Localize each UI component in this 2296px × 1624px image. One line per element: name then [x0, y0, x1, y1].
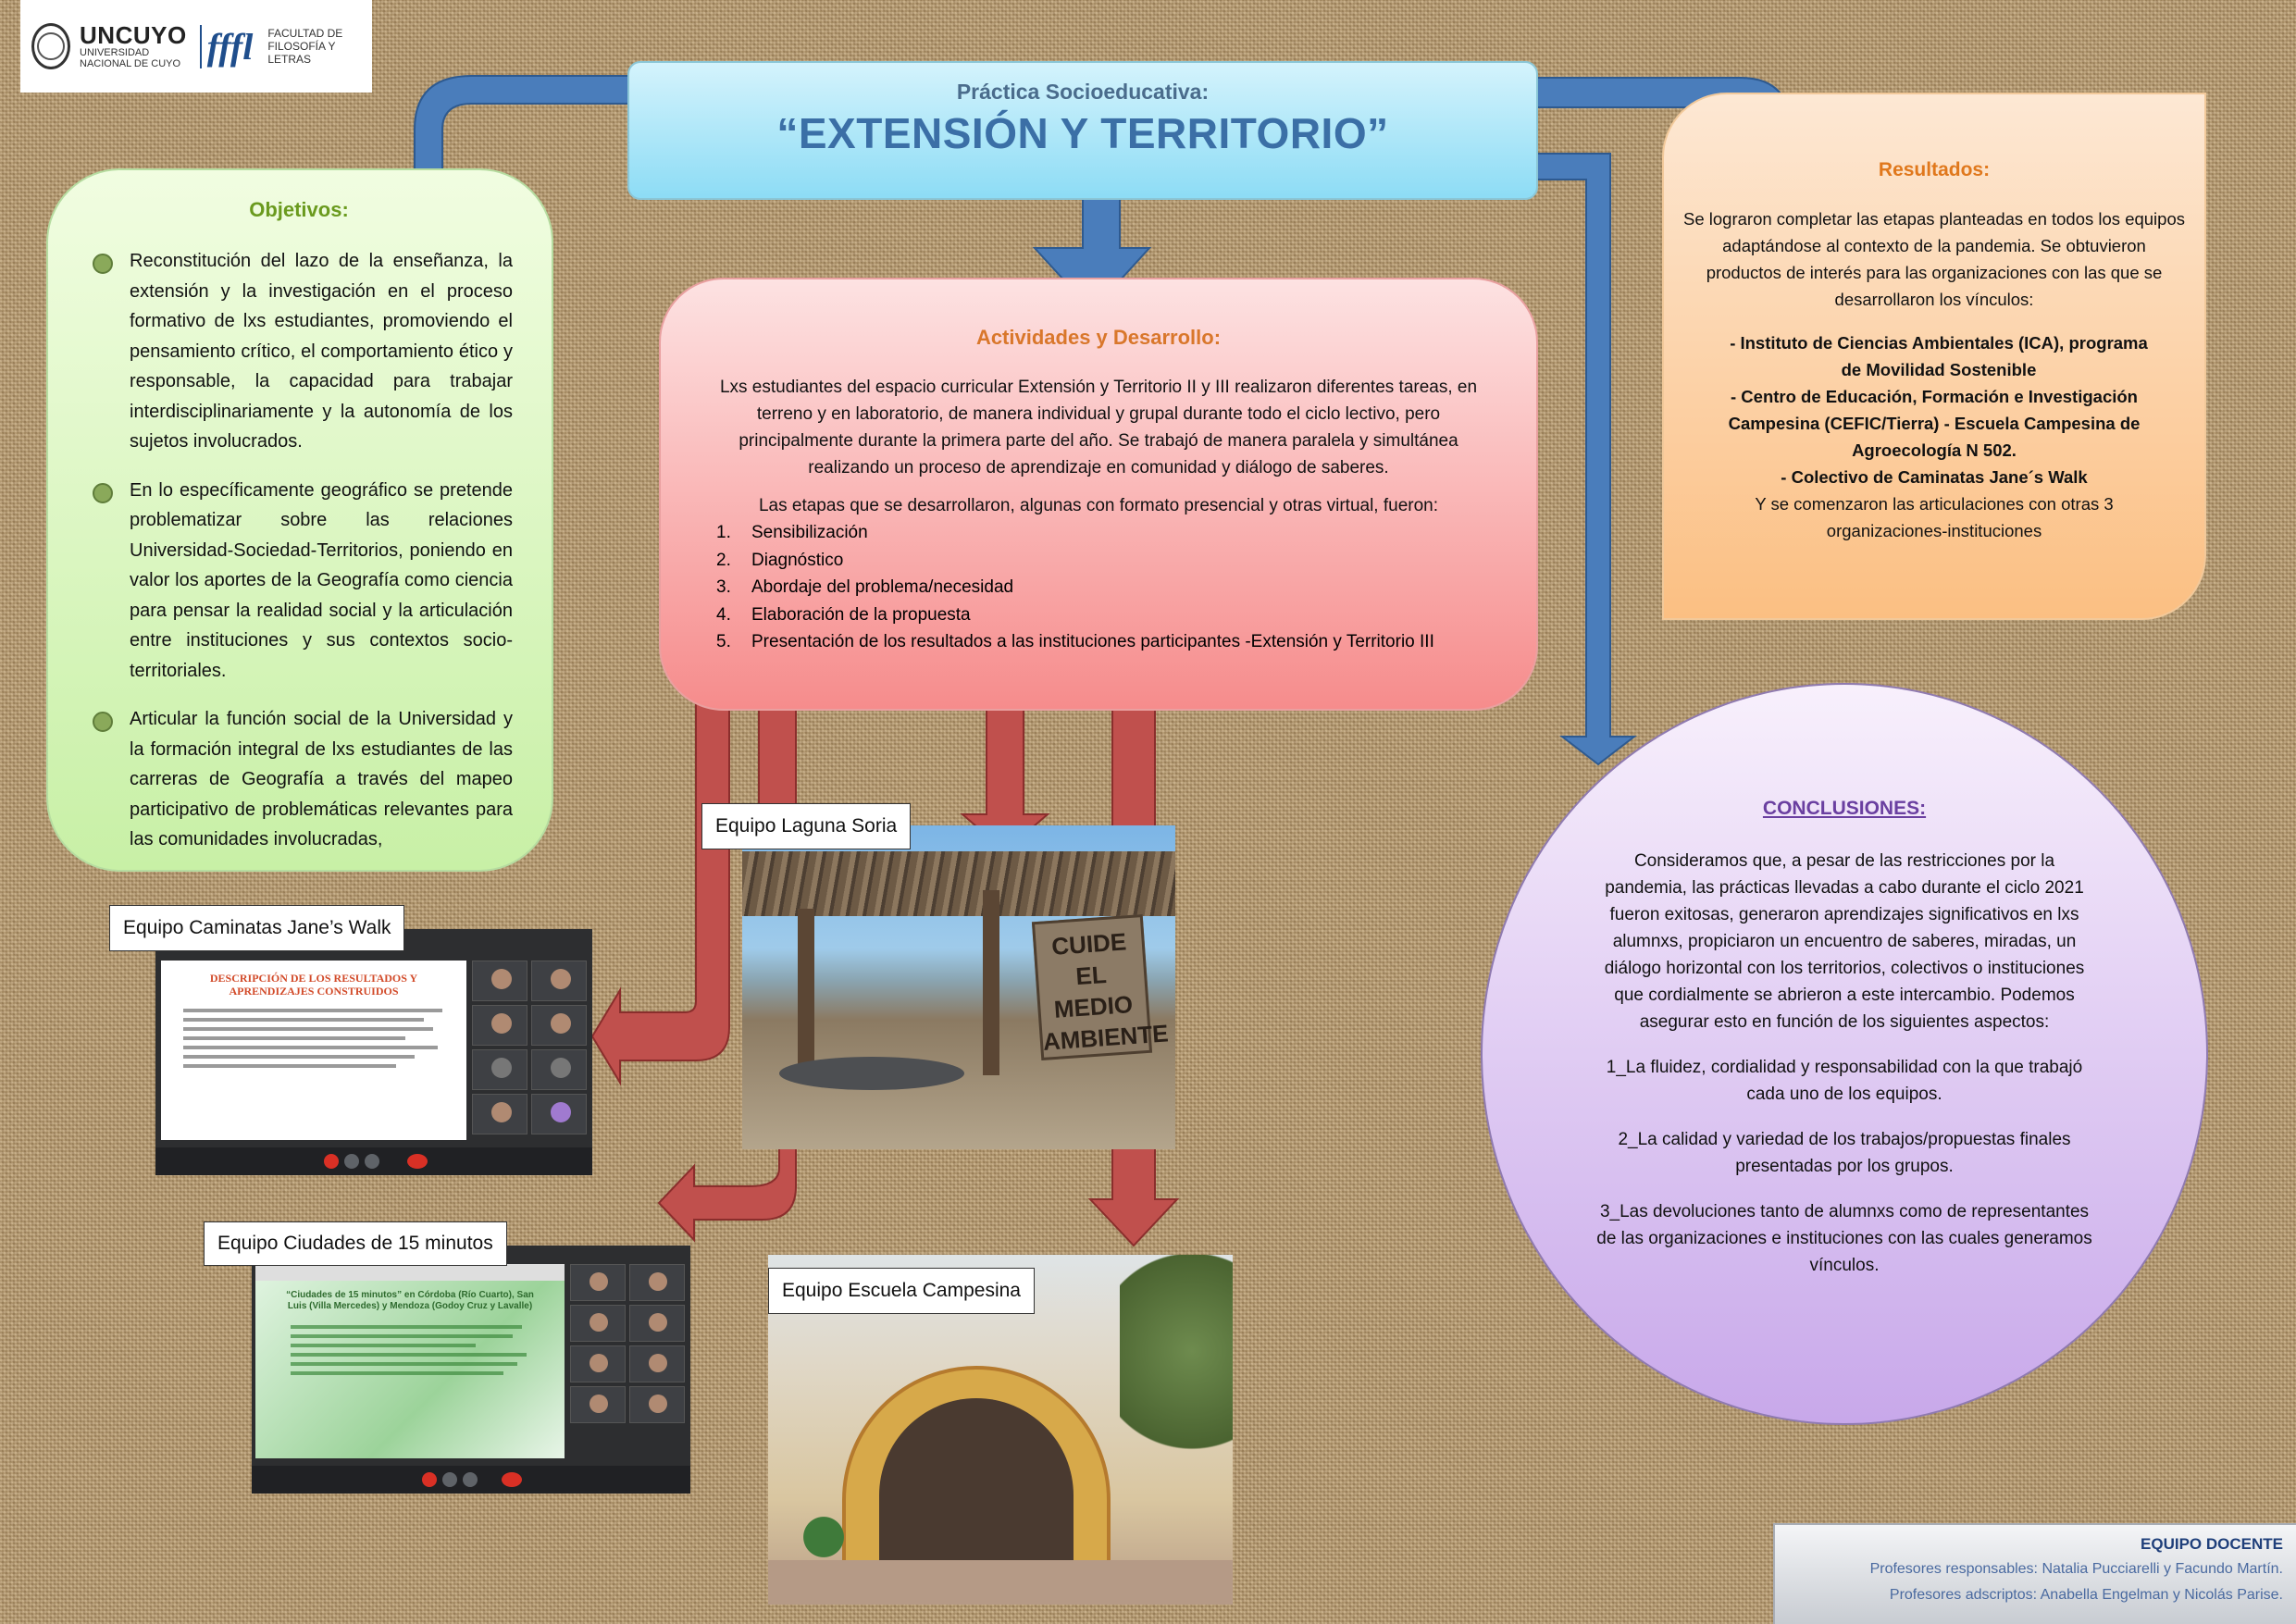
arrow-to-ciudades	[657, 1147, 797, 1243]
camera-icon[interactable]	[442, 1472, 457, 1487]
stage-item: 3.Abordaje del problema/necesidad	[716, 577, 1014, 597]
objetivo-item: En lo específicamente geográfico se pret…	[85, 476, 513, 687]
meeting-controls-bar	[155, 1147, 592, 1175]
uncuyo-sub-1: UNIVERSIDAD	[80, 47, 150, 58]
arrow-to-conclusiones	[1535, 153, 1637, 766]
stage-item: 5.Presentación de los resultados a las i…	[716, 632, 1434, 651]
actividades-heading: Actividades y Desarrollo:	[975, 326, 1222, 349]
resultados-box: Resultados: Se lograron completar las et…	[1662, 93, 2206, 620]
stage-item: 2.Diagnóstico	[716, 550, 844, 570]
resultados-paragraph: Se lograron completar las etapas plantea…	[1683, 209, 2185, 309]
meeting-controls-bar	[252, 1466, 690, 1494]
conclusion-paragraph: 2_La calidad y variedad de los trabajos/…	[1618, 1130, 2071, 1176]
university-seal-icon	[31, 23, 71, 69]
objetivo-text: Reconstitución del lazo de la enseñanza,…	[130, 251, 513, 452]
objetivos-heading: Objetivos:	[249, 198, 349, 221]
resultado-item: - Colectivo de Caminatas Jane´s Walk	[1781, 467, 2088, 487]
mic-off-icon[interactable]	[324, 1154, 339, 1169]
arrow-to-caminatas	[590, 702, 730, 1086]
resultados-heading: Resultados:	[1878, 159, 1991, 180]
present-icon[interactable]	[463, 1472, 478, 1487]
camera-icon[interactable]	[344, 1154, 359, 1169]
pergola-post	[983, 890, 999, 1075]
tree	[1120, 1255, 1233, 1495]
ground	[768, 1560, 1233, 1605]
label-equipo-laguna: Equipo Laguna Soria	[701, 803, 912, 849]
stage-item: 4.Elaboración de la propuesta	[716, 604, 971, 625]
poster-title: “EXTENSIÓN Y TERRITORIO”	[776, 109, 1389, 157]
ffl-logo-mark: fffl	[199, 24, 259, 68]
poster-title-box: Práctica Socioeducativa: “EXTENSIÓN Y TE…	[627, 61, 1538, 200]
hang-up-icon[interactable]	[407, 1154, 428, 1169]
label-equipo-escuela: Equipo Escuela Campesina	[768, 1268, 1035, 1314]
stages-list: 1.Sensibilización 2.Diagnóstico 3.Aborda…	[716, 519, 1481, 656]
resultados-list: - Instituto de Ciencias Ambientales (ICA…	[1682, 329, 2186, 490]
photo-escuela-campesina	[768, 1255, 1233, 1605]
resultado-item: - Instituto de Ciencias Ambientales (ICA…	[1730, 333, 2148, 379]
conclusiones-heading: CONCLUSIONES:	[1762, 798, 1927, 819]
slide-title: “Ciudades de 15 minutos” en Córdoba (Río…	[286, 1290, 534, 1311]
pergola-post	[798, 909, 814, 1066]
screenshot-caminatas: DESCRIPCIÓN DE LOS RESULTADOS Y APRENDIZ…	[155, 929, 592, 1175]
objetivo-item: Articular la función social de la Univer…	[85, 704, 513, 855]
conclusion-paragraph: 1_La fluidez, cordialidad y responsabili…	[1606, 1058, 2083, 1104]
conclusion-paragraph: 3_Las devoluciones tanto de alumnxs como…	[1596, 1202, 2092, 1275]
label-equipo-caminatas: Equipo Caminatas Jane’s Walk	[109, 905, 405, 951]
present-icon[interactable]	[365, 1154, 379, 1169]
mic-off-icon[interactable]	[422, 1472, 437, 1487]
stages-intro: Las etapas que se desarrollaron, algunas…	[758, 496, 1439, 515]
resultado-item: - Centro de Educación, Formación e Inves…	[1728, 387, 2141, 460]
equipo-docente-heading: EQUIPO DOCENTE	[2141, 1535, 2283, 1553]
bullet-icon	[93, 712, 113, 732]
university-logo: UNCUYO UNIVERSIDAD NACIONAL DE CUYO fffl…	[20, 0, 372, 93]
pergola-roof	[742, 851, 1175, 916]
objetivo-item: Reconstitución del lazo de la enseñanza,…	[85, 246, 513, 457]
faculty-line-1: FACULTAD DE	[267, 27, 343, 40]
bullet-icon	[93, 254, 113, 274]
resultados-closing: Y se comenzaron las articulaciones con o…	[1755, 494, 2114, 540]
slide-title: DESCRIPCIÓN DE LOS RESULTADOS Y APRENDIZ…	[209, 972, 418, 998]
uncuyo-name: UNCUYO	[80, 21, 187, 49]
medio-ambiente-sign: CUIDE EL MEDIO AMBIENTE	[1031, 913, 1169, 1061]
conclusion-paragraph: Consideramos que, a pesar de las restric…	[1604, 851, 2085, 1032]
equipo-docente-box: EQUIPO DOCENTE Profesores responsables: …	[1773, 1523, 2296, 1624]
screenshot-ciudades: “Ciudades de 15 minutos” en Córdoba (Río…	[252, 1246, 690, 1494]
objetivo-text: En lo específicamente geográfico se pret…	[130, 479, 513, 681]
uncuyo-sub-2: NACIONAL DE CUYO	[80, 58, 181, 69]
title-subtitle: Práctica Socioeducativa:	[956, 80, 1210, 104]
conclusiones-box: CONCLUSIONES: Consideramos que, a pesar …	[1481, 683, 2208, 1425]
hang-up-icon[interactable]	[502, 1472, 522, 1487]
bullet-icon	[93, 482, 113, 503]
stage-item: 1.Sensibilización	[716, 523, 868, 542]
faculty-line-2: FILOSOFÍA Y LETRAS	[267, 40, 336, 66]
browser-bar	[255, 1264, 565, 1281]
objetivos-box: Objetivos: Reconstitución del lazo de la…	[46, 168, 553, 872]
meeting-slide: DESCRIPCIÓN DE LOS RESULTADOS Y APRENDIZ…	[161, 961, 466, 1140]
objetivo-text: Articular la función social de la Univer…	[130, 709, 513, 849]
profesores-adscriptos: Profesores adscriptos: Anabella Engelman…	[1889, 1587, 2283, 1603]
profesores-responsables: Profesores responsables: Natalia Pucciar…	[1869, 1561, 2283, 1577]
actividades-box: Actividades y Desarrollo: Lxs estudiante…	[659, 278, 1538, 711]
photo-laguna-soria: CUIDE EL MEDIO AMBIENTE	[742, 825, 1175, 1149]
meeting-slide: “Ciudades de 15 minutos” en Córdoba (Río…	[255, 1281, 565, 1458]
label-equipo-ciudades: Equipo Ciudades de 15 minutos	[204, 1221, 507, 1266]
stone-table	[779, 1057, 964, 1090]
actividades-paragraph: Lxs estudiantes del espacio curricular E…	[719, 378, 1478, 477]
